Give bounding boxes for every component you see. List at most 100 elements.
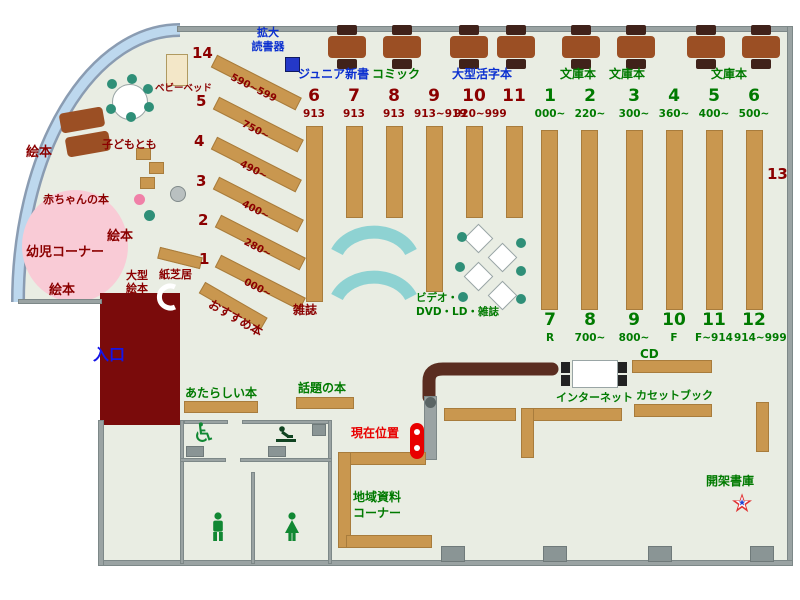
shelf-range-label: 220~ <box>574 108 606 120</box>
wall-toilet-mid-b <box>240 458 332 462</box>
star-inner: ★ <box>737 498 747 509</box>
bookshelf <box>626 130 643 310</box>
teal-stool <box>144 210 155 221</box>
label-topic-books: 話題の本 <box>298 381 347 395</box>
shelf-range-label: 913 <box>303 108 325 120</box>
shelf-number-label: 9 <box>428 86 440 106</box>
shelf-number-label: 8 <box>584 310 596 330</box>
baby-changing-icon <box>274 424 298 450</box>
label-video-av: ビデオ・ DVD・LD・雑誌 <box>416 292 499 318</box>
label-large-print: 大型活字本 <box>452 67 513 81</box>
chair <box>506 25 526 35</box>
seat-dot <box>455 262 465 272</box>
magnifier-device-icon <box>285 57 300 72</box>
reading-table <box>328 36 366 58</box>
shelf-number-label: 6 <box>748 86 760 106</box>
curved-sofa-top <box>331 225 417 256</box>
local-corner-shelf-left <box>338 452 351 548</box>
pillar <box>441 546 465 562</box>
chair <box>506 59 526 69</box>
label-picture-books-2: 絵本 <box>107 229 134 244</box>
wall-toilet-mid-a <box>180 458 226 462</box>
shelf-number-label: 1 <box>544 86 556 106</box>
shelf-range-label: 800~ <box>618 332 650 344</box>
bookshelf <box>386 126 403 218</box>
label-picture-books-3: 絵本 <box>49 283 76 298</box>
wheelchair-icon: ♿ <box>192 418 217 449</box>
chair <box>392 59 412 69</box>
chair <box>561 362 570 373</box>
bookshelf <box>666 130 683 310</box>
curved-sofa-bottom <box>331 270 417 301</box>
star-mid: ★ <box>734 493 750 514</box>
bookshelf <box>426 126 443 292</box>
seat-dot <box>516 238 526 248</box>
bookshelf <box>706 130 723 310</box>
bookshelf <box>466 126 483 218</box>
bookshelf <box>581 130 598 310</box>
current-location-marker <box>410 423 424 459</box>
reading-table <box>383 36 421 58</box>
shelf-number-label: 6 <box>308 86 320 106</box>
shelf-range-label: 700~ <box>574 332 606 344</box>
shelf-range-label: 914~999 <box>734 332 787 344</box>
label-open-stacks: 開架書庫 <box>706 474 755 488</box>
shelf-range-label: 000~ <box>534 108 566 120</box>
pillar <box>648 546 672 562</box>
bookshelf <box>306 126 323 302</box>
label-baby-bed: ベビーベッド <box>155 83 213 94</box>
label-kodomo: 子どもとも <box>102 138 157 151</box>
chair <box>626 25 646 35</box>
new-books-shelf <box>184 401 258 413</box>
chair <box>392 25 412 35</box>
chair <box>337 59 357 69</box>
chair <box>626 59 646 69</box>
toilet-fixture <box>186 446 204 457</box>
step-box <box>149 162 164 174</box>
wall-toilet-left <box>180 420 184 564</box>
seat-dot <box>457 232 467 242</box>
cassette-shelf <box>634 404 712 417</box>
label-bunko-3: 文庫本 <box>711 67 748 81</box>
chair <box>751 25 771 35</box>
label-cd: CD <box>640 347 659 361</box>
toilet-fixture <box>268 446 286 457</box>
shelf-range-label: 500~ <box>738 108 770 120</box>
pillar-circle <box>170 186 186 202</box>
shelf-number-label: 3 <box>628 86 640 106</box>
shelf-range-label: 360~ <box>658 108 690 120</box>
shelf-number-label: 2 <box>198 211 209 229</box>
label-junior-shinsho: ジュニア新書 <box>298 67 370 81</box>
shelf-number-label: 5 <box>708 86 720 106</box>
wall-left-lower <box>98 420 104 566</box>
shelf <box>521 408 534 458</box>
reading-table <box>617 36 655 58</box>
wall-toilet-divider <box>251 472 255 564</box>
cd-shelf <box>632 360 712 373</box>
reading-table <box>742 36 780 58</box>
entrance-block <box>100 293 180 425</box>
step-box <box>136 148 151 160</box>
label-infant-corner: 幼児コーナー <box>26 245 105 260</box>
chair <box>571 59 591 69</box>
shelf-number-label: 7 <box>544 310 556 330</box>
seat-dot <box>106 104 116 114</box>
pillar-dot <box>425 397 436 408</box>
reading-table <box>497 36 535 58</box>
shelf-range-label: R <box>545 332 555 344</box>
shelf-number-label: 9 <box>628 310 640 330</box>
chair <box>571 25 591 35</box>
chair <box>337 25 357 35</box>
pink-stool <box>134 194 145 205</box>
shelf-range-label: 913~919 <box>414 108 467 120</box>
shelf-range-label: 920~999 <box>454 108 507 120</box>
chair <box>751 59 771 69</box>
seat-dot <box>516 294 526 304</box>
seat-dot <box>143 84 153 94</box>
label-shelf-13: 13 <box>767 165 788 183</box>
bookshelf <box>746 130 763 310</box>
label-current-location: 現在位置 <box>351 426 400 440</box>
male-toilet-icon <box>206 512 230 546</box>
label-bunko-1: 文庫本 <box>560 67 597 81</box>
shelf-number-label: 12 <box>742 310 766 330</box>
